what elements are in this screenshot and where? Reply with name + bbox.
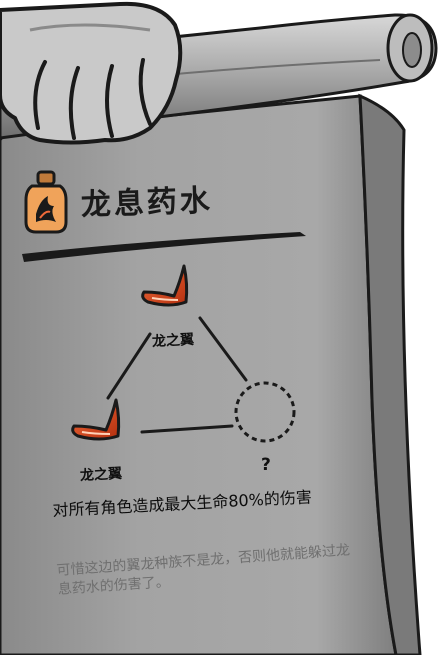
hand-icon: [0, 1, 183, 145]
potion-title: 龙息药水: [80, 183, 214, 223]
recipe-line-left: [106, 332, 152, 400]
ingredient-label-left: 龙之翼: [79, 465, 123, 485]
potion-bottle-icon: [24, 170, 68, 234]
title-underline: [22, 232, 306, 262]
unknown-ingredient-label: ?: [261, 455, 271, 475]
scroll-edge: [358, 93, 422, 655]
dragon-wing-icon: [141, 264, 189, 307]
dragon-wing-icon: [71, 398, 121, 441]
unknown-ingredient-slot: [234, 381, 296, 443]
ingredient-label-top: 龙之翼: [151, 331, 195, 351]
recipe-line-right: [198, 316, 248, 382]
recipe-line-bottom: [140, 424, 234, 434]
